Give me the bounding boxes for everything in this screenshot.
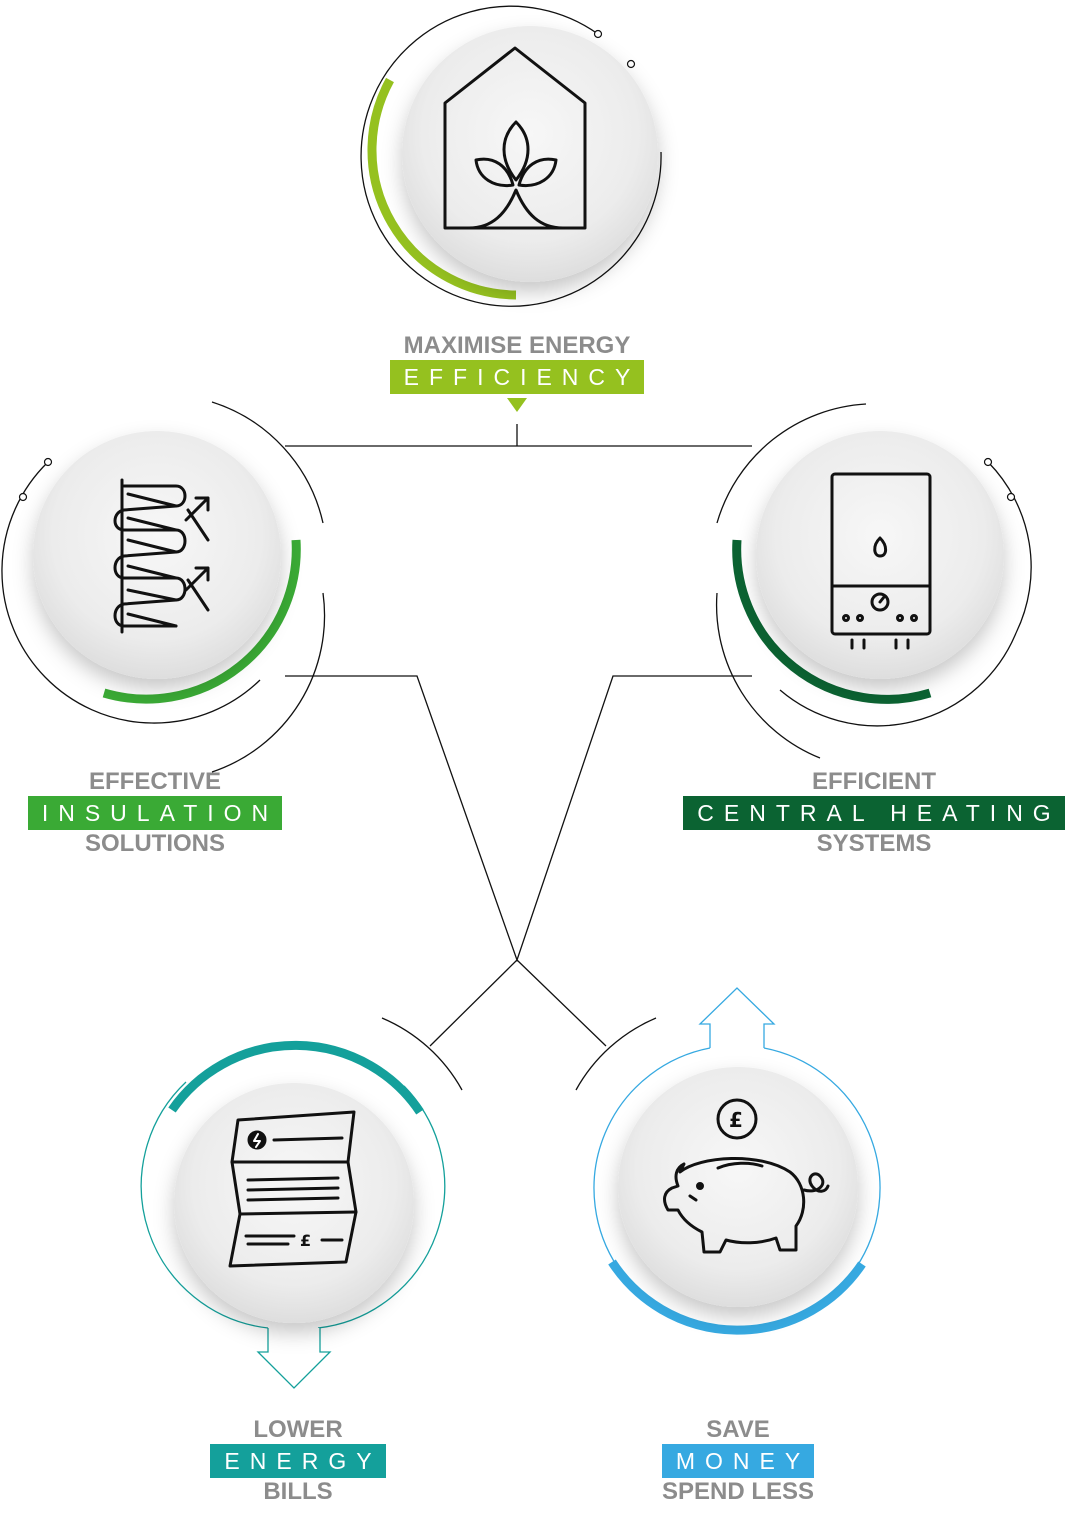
efficiency-tag: EFFICIENCY xyxy=(389,360,645,394)
outer-ring xyxy=(987,461,1032,634)
efficiency-label: MAXIMISE ENERGY EFFICIENCY xyxy=(360,332,674,394)
efficiency-top-text: MAXIMISE ENERGY xyxy=(403,332,631,359)
heating-label: EFFICIENT CENTRAL HEATING SYSTEMS xyxy=(670,768,1078,858)
insulation-tag: INSULATION xyxy=(27,796,283,830)
svg-text:£: £ xyxy=(300,1231,311,1250)
efficiency-pointer xyxy=(507,398,527,412)
energy-bill-icon: £ xyxy=(228,1110,358,1268)
progress-arc xyxy=(732,539,932,704)
arrow-up-icon xyxy=(698,987,776,1048)
insulation-icon xyxy=(113,478,210,634)
bills-bottom-text: BILLS xyxy=(263,1478,333,1505)
bills-top-text: LOWER xyxy=(253,1416,343,1443)
outer-ring xyxy=(360,5,662,307)
svg-text:£: £ xyxy=(729,1108,743,1132)
bills-node: £ xyxy=(140,1017,463,1389)
insulation-bottom-text: SOLUTIONS xyxy=(84,830,225,857)
connector-lines xyxy=(285,424,752,1047)
icon-disc xyxy=(174,1083,414,1323)
money-bottom-text: SPEND LESS xyxy=(661,1478,815,1505)
progress-arc xyxy=(168,1040,424,1115)
icon-disc xyxy=(33,431,281,679)
piggy-bank-icon: £ xyxy=(663,1098,830,1254)
progress-arc xyxy=(102,539,301,704)
money-node: £ xyxy=(575,987,881,1335)
arrow-down-icon xyxy=(256,1328,332,1389)
eco-house-icon xyxy=(443,46,587,230)
bills-tag: ENERGY xyxy=(210,1444,386,1478)
bills-label: LOWER ENERGY BILLS xyxy=(180,1416,416,1506)
insulation-top-text: EFFECTIVE xyxy=(88,768,221,795)
heating-node xyxy=(715,403,1032,759)
icon-disc xyxy=(618,1067,858,1307)
heating-top-text: EFFICIENT xyxy=(812,768,936,795)
insulation-label: EFFECTIVE INSULATION SOLUTIONS xyxy=(0,768,310,858)
heating-bottom-text: SYSTEMS xyxy=(816,830,932,857)
progress-arc xyxy=(367,77,517,300)
insulation-node xyxy=(1,401,326,773)
outer-ring xyxy=(1,461,261,724)
progress-arc xyxy=(608,1259,866,1335)
money-label: SAVE MONEY SPEND LESS xyxy=(620,1416,856,1506)
icon-disc xyxy=(402,26,658,282)
money-tag: MONEY xyxy=(661,1444,815,1478)
efficiency-node xyxy=(360,5,662,307)
heating-tag: CENTRAL HEATING xyxy=(683,796,1065,830)
boiler-icon xyxy=(830,472,932,650)
money-top-text: SAVE xyxy=(706,1416,770,1443)
